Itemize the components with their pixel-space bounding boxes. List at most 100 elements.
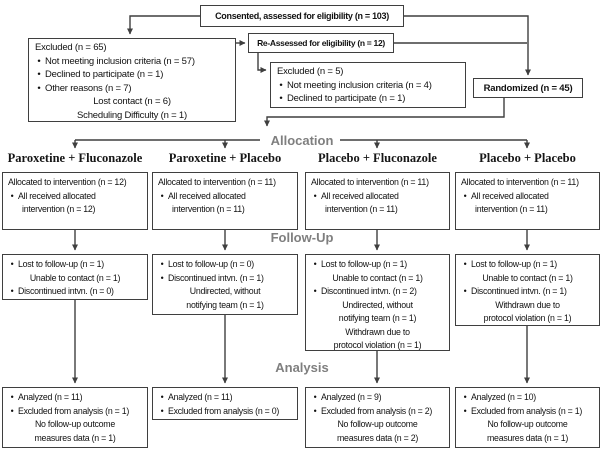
box-line: intervention (n = 11) [325, 204, 398, 214]
box-line: •Not meeting inclusion criteria (n = 57) [33, 55, 231, 69]
arm-header-paroxetine-placebo: Paroxetine + Placebo [168, 151, 282, 165]
bullet-icon: • [10, 392, 14, 402]
arm-header-placebo-fluconazole: Placebo + Fluconazole [318, 151, 437, 165]
box-line: protocol violation (n = 1) [333, 340, 422, 350]
box-line: •Excluded from analysis (n = 1) [6, 405, 144, 419]
box-line: •Analyzed (n = 10) [459, 391, 596, 405]
box-line: Allocated to intervention (n = 11) [461, 177, 579, 187]
bullet-icon: • [160, 392, 164, 402]
box-line: Allocated to intervention (n = 11) [311, 177, 429, 187]
box-line: No follow-up outcome [337, 419, 418, 429]
excluded-primary-box: Excluded (n = 65) •Not meeting inclusion … [28, 38, 236, 122]
bullet-icon: • [10, 190, 14, 201]
box-line: measures data (n = 1) [486, 432, 569, 443]
box-line: intervention (n = 11) [172, 204, 245, 214]
box-line: Unable to contact (n = 1) [29, 272, 121, 283]
box-line: •Not meeting inclusion criteria (n = 4) [275, 79, 461, 93]
followup-banner: Follow-Up [270, 230, 334, 245]
box-line: Excluded (n = 5) [277, 66, 344, 77]
bullet-icon: • [463, 286, 467, 296]
bullet-icon: • [37, 55, 41, 67]
consented-box: Consented, assessed for eligibility (n =… [200, 5, 404, 27]
box-line: Withdrawn due to [345, 326, 410, 337]
box-line: •Analyzed (n = 11) [156, 391, 294, 405]
box-line: •Lost to follow-up (n = 1) [6, 258, 144, 272]
analysis-box-col3: •Analyzed (n = 9)•Excluded from analysis… [305, 387, 450, 448]
box-line: •All received allocated [156, 190, 294, 204]
box-line: Undirected, without [342, 299, 413, 310]
box-line: •Other reasons (n = 7) [33, 82, 231, 96]
randomized-box: Randomized (n = 45) [473, 78, 583, 98]
bullet-icon: • [10, 259, 14, 269]
bullet-icon: • [160, 190, 164, 201]
box-line: •Lost to follow-up (n = 1) [459, 258, 596, 272]
bullet-icon: • [313, 190, 317, 201]
bullet-icon: • [37, 69, 41, 80]
bullet-icon: • [313, 405, 317, 416]
bullet-icon: • [160, 259, 164, 269]
allocation-box-col4: Allocated to intervention (n = 11) •All r… [455, 172, 600, 230]
followup-box-col3: •Lost to follow-up (n = 1)Unable to cont… [305, 254, 450, 351]
box-line: Allocated to intervention (n = 11) [158, 177, 276, 187]
box-line: •All received allocated [309, 190, 446, 204]
box-line: Undirected, without [189, 286, 261, 296]
box-line: •Analyzed (n = 9) [309, 391, 446, 405]
box-line: protocol violation (n = 1) [483, 313, 572, 323]
followup-box-col2: •Lost to follow-up (n = 0)•Discontinued … [152, 254, 298, 315]
allocation-box-col1: Allocated to intervention (n = 12) •All r… [2, 172, 148, 230]
bullet-icon: • [160, 272, 164, 283]
bullet-icon: • [463, 392, 467, 402]
bullet-icon: • [313, 259, 317, 269]
bullet-icon: • [463, 405, 467, 416]
bullet-icon: • [313, 392, 317, 402]
box-line: •Discontinued intvn. (n = 0) [6, 285, 144, 299]
excluded-secondary-box: Excluded (n = 5) •Not meeting inclusion c… [270, 62, 466, 108]
analysis-banner: Analysis [275, 360, 329, 375]
bullet-icon: • [463, 190, 467, 201]
reassessed-box: Re-Assessed for eligibility (n = 12) [248, 33, 394, 53]
box-line: measures data (n = 2) [336, 432, 419, 443]
arm-header-placebo-placebo: Placebo + Placebo [479, 151, 576, 165]
bullet-icon: • [10, 286, 14, 296]
box-line: intervention (n = 12) [22, 204, 96, 214]
allocation-banner: Allocation [270, 133, 334, 148]
bullet-icon: • [160, 405, 164, 416]
allocation-box-col3: Allocated to intervention (n = 11) •All r… [305, 172, 450, 230]
box-line: notifying team (n = 1) [338, 313, 417, 323]
box-line: •All received allocated [6, 190, 144, 204]
box-line: •Lost to follow-up (n = 0) [156, 258, 294, 272]
box-line: •Excluded from analysis (n = 2) [309, 405, 446, 419]
bullet-icon: • [279, 93, 283, 104]
followup-box-col1: •Lost to follow-up (n = 1)Unable to cont… [2, 254, 148, 300]
arm-header-paroxetine-fluconazole: Paroxetine + Fluconazole [7, 151, 143, 165]
box-line: measures data (n = 1) [34, 432, 116, 443]
box-line: Lost contact (n = 6) [93, 96, 171, 107]
box-line: No follow-up outcome [34, 419, 116, 429]
box-line: Unable to contact (n = 1) [482, 272, 573, 283]
bullet-icon: • [10, 405, 14, 416]
box-line: •Discontinued intvn. (n = 2) [309, 285, 446, 299]
analysis-box-col2: •Analyzed (n = 11)•Excluded from analysi… [152, 387, 298, 420]
bullet-icon: • [279, 79, 283, 91]
box-line: •Analyzed (n = 11) [6, 391, 144, 405]
box-line: •Discontinued intvn. (n = 1) [156, 272, 294, 286]
box-line: •Lost to follow-up (n = 1) [309, 258, 446, 272]
box-line: Excluded (n = 65) [35, 42, 107, 53]
box-line: Withdrawn due to [495, 299, 560, 310]
box-line: •Declined to participate (n = 1) [275, 92, 461, 106]
followup-box-col4: •Lost to follow-up (n = 1)Unable to cont… [455, 254, 600, 326]
box-line: Scheduling Difficulty (n = 1) [77, 109, 187, 121]
bullet-icon: • [313, 286, 317, 296]
allocation-box-col2: Allocated to intervention (n = 11) •All r… [152, 172, 298, 230]
box-line: Allocated to intervention (n = 12) [8, 177, 127, 187]
bullet-icon: • [37, 82, 41, 94]
box-line: intervention (n = 11) [475, 204, 548, 214]
box-line: •Excluded from analysis (n = 1) [459, 405, 596, 419]
analysis-box-col4: •Analyzed (n = 10)•Excluded from analysi… [455, 387, 600, 448]
box-line: •All received allocated [459, 190, 596, 204]
box-line: •Excluded from analysis (n = 0) [156, 405, 294, 419]
analysis-box-col1: •Analyzed (n = 11)•Excluded from analysi… [2, 387, 148, 448]
box-line: •Discontinued intvn. (n = 1) [459, 285, 596, 299]
bullet-icon: • [463, 259, 467, 269]
